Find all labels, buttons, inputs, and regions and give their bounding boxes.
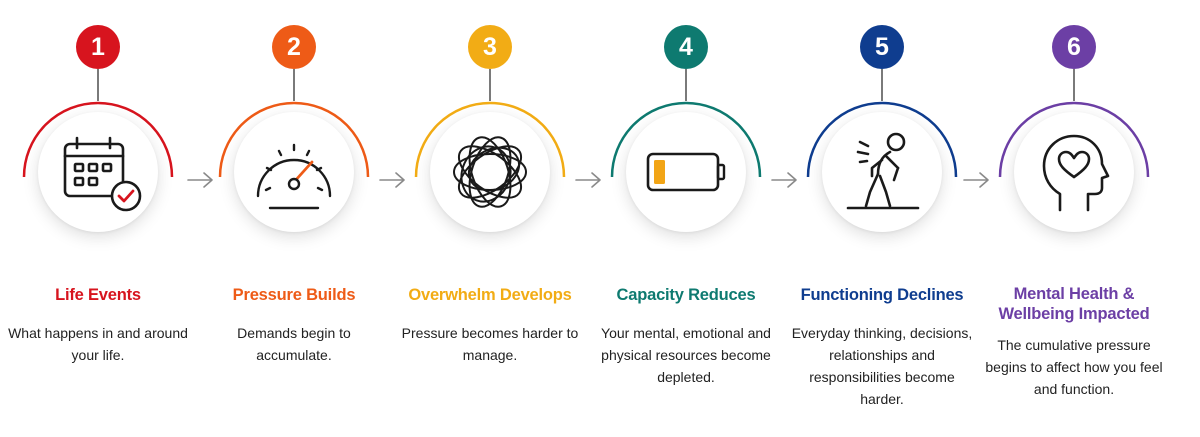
step-5: 5 Functioning Declines: [784, 0, 980, 437]
connector-stem: [1073, 69, 1075, 101]
right-arrow-icon: [771, 172, 797, 188]
step-title: Mental Health & Wellbeing Impacted: [998, 285, 1150, 323]
step-number-badge: 4: [664, 25, 708, 69]
right-arrow-icon: [379, 172, 405, 188]
step-description: The cumulative pressure begins to affect…: [985, 337, 1163, 397]
step-number-badge: 3: [468, 25, 512, 69]
calendar-check-icon: [63, 136, 142, 212]
step-description: Pressure becomes harder to manage.: [401, 325, 579, 363]
right-arrow-icon: [963, 172, 989, 188]
icon-disc: [430, 112, 550, 232]
step-2: 2 Pressure Builds Deman: [196, 0, 392, 437]
low-battery-icon: [646, 152, 726, 192]
color-arc: [806, 101, 958, 178]
right-arrow-icon: [187, 172, 213, 188]
connector-stem: [685, 69, 687, 101]
step-description: Your mental, emotional and physical reso…: [601, 325, 771, 385]
connector-stem: [97, 69, 99, 101]
step-6: 6 Mental Health & Wellbeing Impacted The…: [976, 0, 1172, 437]
step-number-badge: 6: [1052, 25, 1096, 69]
step-number-badge: 2: [272, 25, 316, 69]
icon-disc: [822, 112, 942, 232]
icon-disc: [38, 112, 158, 232]
color-arc: [414, 101, 566, 178]
step-1: 1 Life Events What happ: [0, 0, 196, 437]
step-description: What happens in and around your life.: [8, 325, 188, 363]
step-4: 4 Capacity Reduces Your mental, emotiona…: [588, 0, 784, 437]
step-title: Overwhelm Develops: [408, 286, 572, 304]
step-title: Life Events: [55, 286, 141, 304]
color-arc: [22, 101, 174, 178]
step-number-badge: 1: [76, 25, 120, 69]
color-arc: [218, 101, 370, 178]
step-description: Demands begin to accumulate.: [237, 325, 351, 363]
step-number-badge: 5: [860, 25, 904, 69]
connector-stem: [881, 69, 883, 101]
color-arc: [998, 101, 1150, 178]
step-title: Pressure Builds: [232, 286, 356, 304]
tangled-loops-icon: [453, 136, 527, 208]
tired-walking-person-icon: [846, 132, 920, 210]
icon-disc: [234, 112, 354, 232]
step-3: 3 Overwhelm Develops Pressure becomes ha…: [392, 0, 588, 437]
step-description: Everyday thinking, decisions, relationsh…: [791, 325, 973, 407]
step-title: Functioning Declines: [800, 286, 964, 304]
connector-stem: [293, 69, 295, 101]
speedometer-icon: [256, 143, 332, 210]
color-arc: [610, 101, 762, 178]
right-arrow-icon: [575, 172, 601, 188]
step-title: Capacity Reduces: [616, 286, 756, 304]
head-with-heart-icon: [1042, 134, 1110, 212]
connector-stem: [489, 69, 491, 101]
icon-disc: [1014, 112, 1134, 232]
icon-disc: [626, 112, 746, 232]
